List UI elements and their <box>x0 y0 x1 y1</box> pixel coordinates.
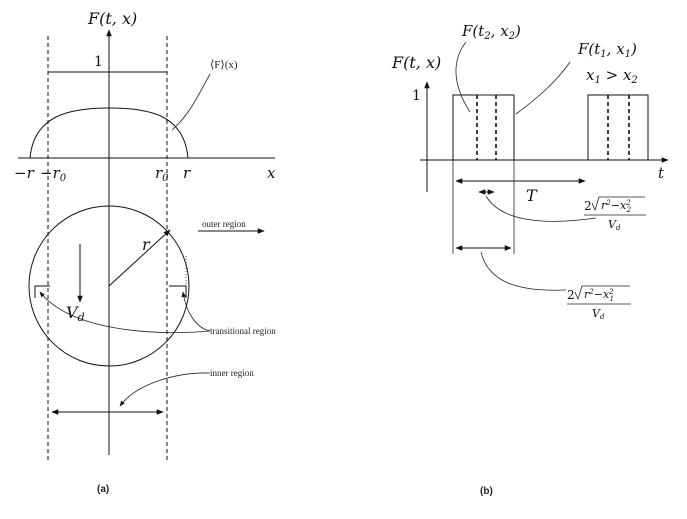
panel-b: F(t, x) 1 t F(t2, x2) F(t1, x1) x1 > x2 … <box>391 22 669 497</box>
panel-a-average-curve <box>29 107 189 159</box>
panel-a-radius-label: r <box>142 235 151 254</box>
panel-b-axis-f-label: F(t, x) <box>391 53 441 72</box>
panel-b-outer-width-leader <box>480 251 567 291</box>
panel-a-transitional-region-label: transitional region <box>210 326 276 336</box>
panel-b-inner-width-leader <box>485 195 597 222</box>
panel-a-tick-neg-r0: −r0 <box>40 164 67 184</box>
panel-b-axis-t-label: t <box>658 164 665 182</box>
panel-a-transitional-leader-left <box>39 291 211 333</box>
panel-b-label-f2-leader <box>455 41 471 113</box>
svg-text:2: 2 <box>567 288 575 302</box>
panel-b-period-label: T <box>526 186 538 205</box>
panel-b-label-f1-leader <box>515 61 571 115</box>
panel-b-condition-label: x1 > x2 <box>586 66 638 86</box>
panel-b-caption: (b) <box>480 486 493 497</box>
panel-a-curve-label: ⟨F⟩(x) <box>210 59 238 71</box>
panel-b-pulse-1 <box>452 94 515 160</box>
panel-a-inner-region-label: inner region <box>210 368 254 378</box>
panel-a-tick-r: r <box>183 164 191 182</box>
panel-a-curve-leader <box>171 73 211 131</box>
svg-text:r2−x21: r2−x21 <box>584 288 614 303</box>
panel-a-axis-f-label: F(t, x) <box>87 9 137 28</box>
panel-a-right-bracket <box>169 285 187 298</box>
svg-text:Vd: Vd <box>592 307 605 321</box>
panel-b-pulse-2 <box>587 94 649 160</box>
panel-a-tick-r0: r0 <box>155 164 169 184</box>
panel-a-axis-x-label: x <box>267 164 276 182</box>
panel-a: F(t, x) 1 x ⟨F⟩(x) −r −r0 r0 r r Vd <box>14 9 276 495</box>
panel-a-transitional-leader-right <box>181 291 211 332</box>
svg-text:r2−x22: r2−x22 <box>601 199 632 214</box>
panel-a-tick-neg-r: −r <box>14 164 35 182</box>
panel-b-label-f1: F(t1, x1) <box>577 40 637 60</box>
svg-text:2: 2 <box>584 199 592 213</box>
svg-text:Vd: Vd <box>608 218 621 232</box>
panel-b-level-one-label: 1 <box>412 88 421 104</box>
panel-a-radius-arrow <box>108 229 171 287</box>
panel-a-velocity-label: Vd <box>66 303 85 324</box>
panel-a-left-bracket <box>34 285 50 298</box>
panel-a-droplet-circle <box>28 205 190 367</box>
panel-a-level-one-label: 1 <box>94 54 103 70</box>
panel-a-caption: (a) <box>97 484 109 495</box>
panel-a-inner-region-leader <box>119 372 211 407</box>
panel-b-label-f2: F(t2, x2) <box>461 22 521 42</box>
panel-a-outer-region-label: outer region <box>202 219 246 229</box>
